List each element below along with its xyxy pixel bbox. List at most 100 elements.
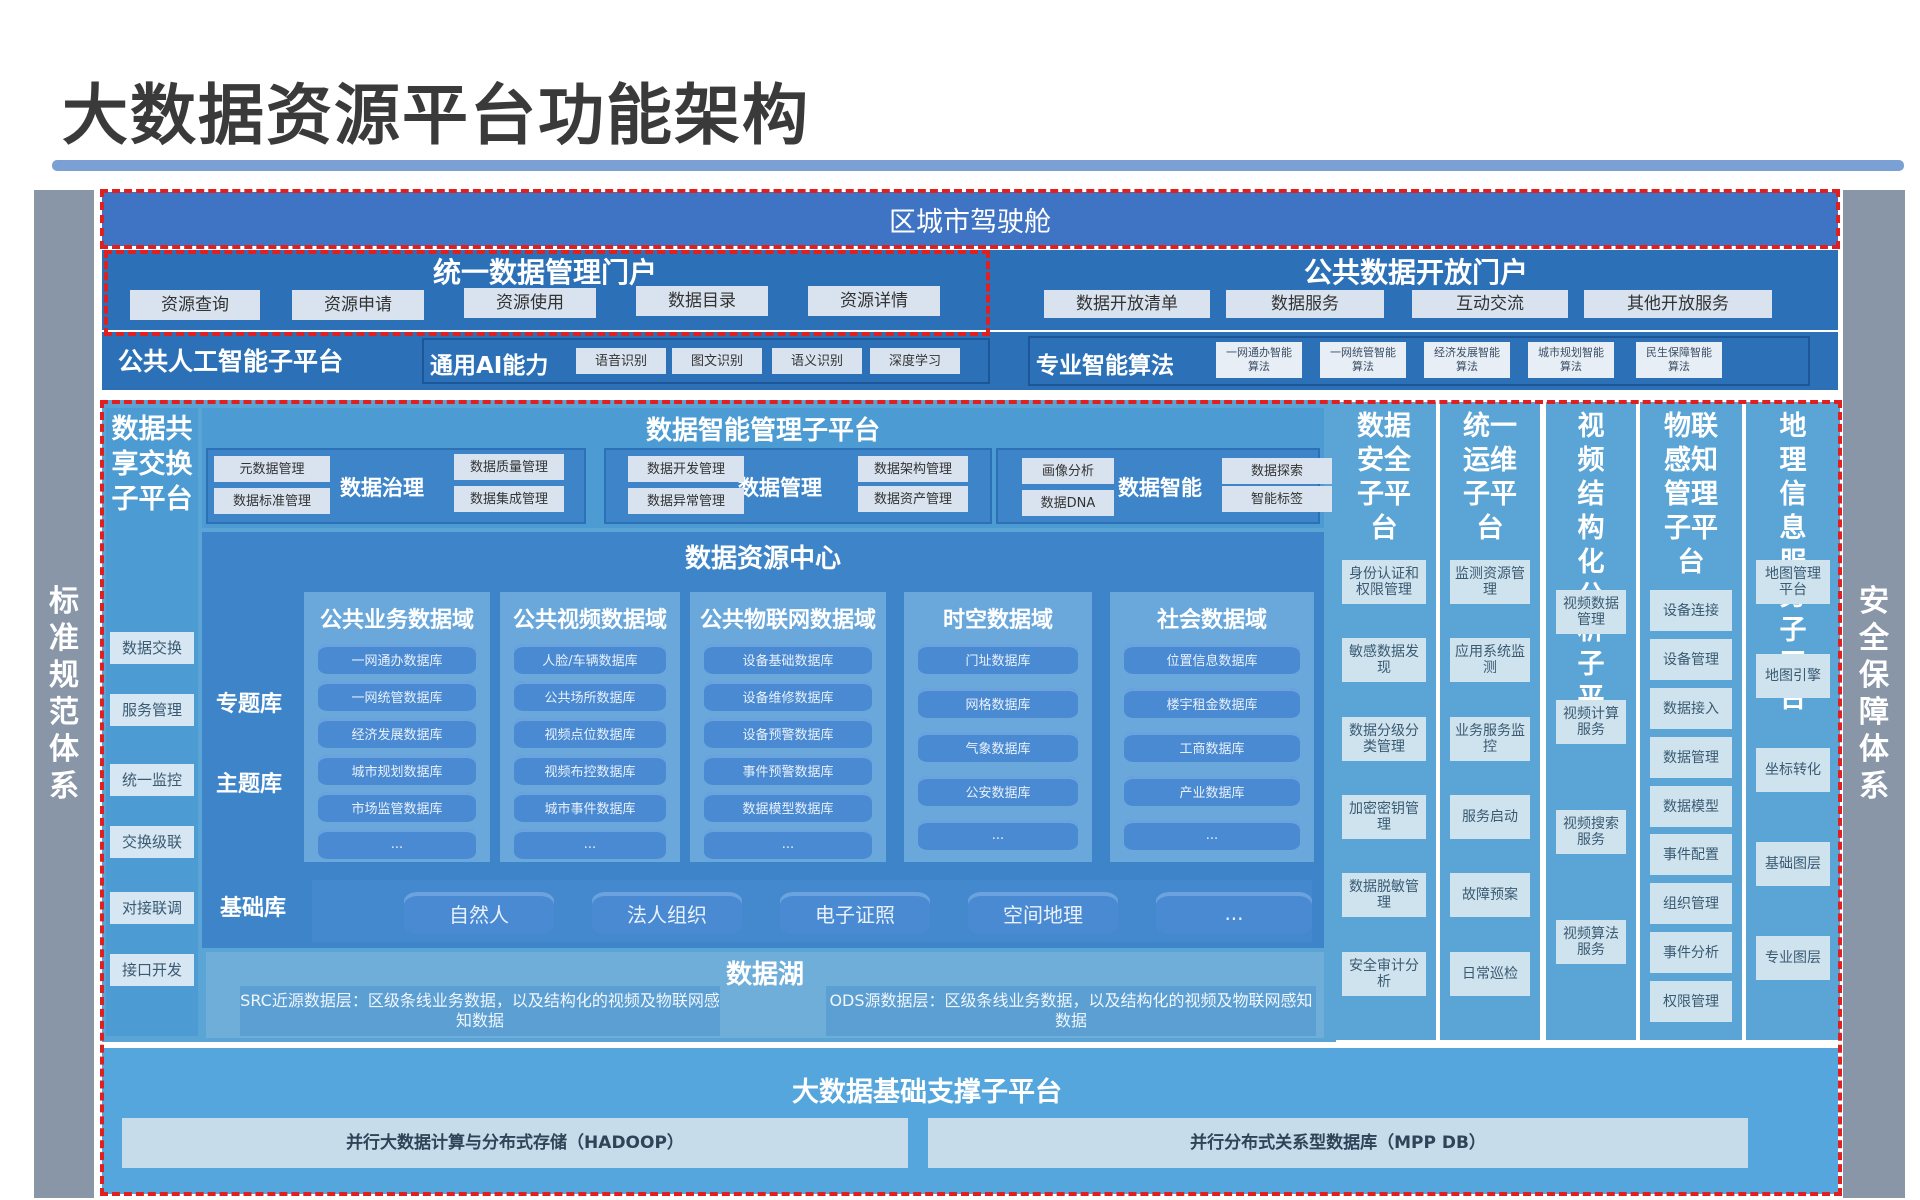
database-cylinder: 设备维修数据库: [704, 681, 872, 711]
database-cylinder: ...: [704, 829, 872, 859]
database-cylinder: ...: [514, 829, 666, 859]
database-cylinder: 产业数据库: [1124, 776, 1300, 806]
security-label: 安全保障体系: [1859, 584, 1889, 804]
security-sidebar: 安全保障体系: [1843, 190, 1905, 1198]
portal-right-title: 公共数据开放门户: [1303, 256, 1528, 289]
subplatform-item: 基础图层: [1756, 842, 1830, 886]
subplatform-item: 设备管理: [1650, 639, 1732, 680]
subplatform-item: 坐标转化: [1756, 748, 1830, 792]
subplatform-item: 视频算法服务: [1556, 920, 1626, 964]
database-cylinder: 事件预警数据库: [704, 755, 872, 785]
ai-general-item: 语义识别: [772, 348, 862, 374]
ai-pro-frame: [1028, 336, 1810, 386]
subplatform-item: 事件分析: [1650, 932, 1732, 973]
subplatform-item: 数据分级分类管理: [1342, 717, 1426, 761]
database-cylinder: 城市事件数据库: [514, 792, 666, 822]
resource-center-title: 数据资源中心: [684, 543, 841, 574]
platform-outline: [100, 400, 1842, 1196]
ai-title: 公共人工智能子平台: [118, 347, 344, 376]
subplatform-item: 敏感数据发现: [1342, 638, 1426, 682]
base-library-cylinder: 自然人: [404, 892, 554, 934]
subplatform-item: 地图引擎: [1756, 654, 1830, 698]
subplatform-item: 故障预案: [1450, 873, 1530, 917]
intel-item: 智能标签: [1222, 486, 1332, 512]
portal-left-item: 资源申请: [292, 290, 424, 320]
standards-sidebar: 标准规范体系: [34, 190, 94, 1198]
base-library-cylinder: 法人组织: [592, 892, 742, 934]
ai-pro-item: 经济发展智能算法: [1424, 342, 1510, 378]
cockpit-outline: [100, 189, 1840, 249]
exchange-item: 服务管理: [110, 694, 194, 726]
subplatform-item: 业务服务监控: [1450, 717, 1530, 761]
intel-item: 元数据管理: [214, 456, 330, 482]
ai-pro-title: 专业智能算法: [1036, 353, 1174, 379]
intel-item: 数据质量管理: [454, 454, 564, 480]
data-domain-title: 公共视频数据域: [512, 608, 667, 633]
database-cylinder: 网格数据库: [918, 688, 1078, 718]
portal-left-item: 资源详情: [808, 286, 940, 316]
ai-pro-item: 民生保障智能算法: [1636, 342, 1722, 378]
standards-label: 标准规范体系: [49, 584, 79, 804]
subplatform-item: 加密密钥管理: [1342, 795, 1426, 839]
subplatform-item: 日常巡检: [1450, 952, 1530, 996]
subplatform-item: 权限管理: [1650, 981, 1732, 1022]
intel-item: 数据标准管理: [214, 488, 330, 514]
subplatform-item: 数据管理: [1650, 737, 1732, 778]
ai-general-title: 通用AI能力: [430, 353, 549, 379]
subplatform-item: 监测资源管理: [1450, 560, 1530, 604]
database-cylinder: 气象数据库: [918, 732, 1078, 762]
database-cylinder: 位置信息数据库: [1124, 644, 1300, 674]
database-cylinder: 市场监管数据库: [318, 792, 476, 822]
intel-item: 数据异常管理: [628, 488, 744, 514]
exchange-item: 接口开发: [110, 954, 194, 986]
subplatform-item: 安全审计分析: [1342, 952, 1426, 996]
intel-group-label: 数据管理: [738, 476, 822, 500]
subplatform-item: 视频计算服务: [1556, 700, 1626, 744]
exchange-title: 数据共享交换子平台: [111, 414, 193, 515]
subplatform-item: 服务启动: [1450, 795, 1530, 839]
subplatform-title: 统一运维子平台: [1463, 411, 1517, 544]
subplatform-title: 数据安全子平台: [1357, 411, 1411, 544]
database-cylinder: 公共场所数据库: [514, 681, 666, 711]
portal-right-item: 数据开放清单: [1044, 290, 1210, 318]
database-cylinder: 楼宇租金数据库: [1124, 688, 1300, 718]
intel-title: 数据智能管理子平台: [645, 415, 880, 446]
database-cylinder: 经济发展数据库: [318, 718, 476, 748]
base-library-label: 基础库: [220, 896, 287, 921]
cockpit-band: 区城市驾驶舱: [102, 192, 1838, 246]
database-cylinder: ...: [318, 829, 476, 859]
src-layer-text: SRC近源数据层：区级条线业务数据，以及结构化的视频及物联网感知数据: [240, 991, 720, 1030]
data-domain-title: 公共业务数据域: [319, 608, 474, 633]
subplatform-item: 数据模型: [1650, 786, 1732, 827]
intel-item: 数据架构管理: [858, 456, 968, 482]
database-cylinder: 一网统管数据库: [318, 681, 476, 711]
ai-general-item: 语音识别: [576, 348, 666, 374]
data-domain-title: 时空数据域: [942, 608, 1053, 633]
ai-general-item: 图文识别: [672, 348, 762, 374]
data-lake-title: 数据湖: [725, 959, 804, 990]
title-underline: [52, 160, 1904, 171]
subplatform-item: 组织管理: [1650, 883, 1732, 924]
portal-outline: [104, 250, 990, 336]
theme-library-label: 主题库: [216, 772, 283, 797]
database-cylinder: 门址数据库: [918, 644, 1078, 674]
ods-layer-text: ODS源数据层：区级条线业务数据，以及结构化的视频及物联网感知数据: [829, 991, 1313, 1030]
ai-general-item: 深度学习: [870, 348, 960, 374]
src-layer: SRC近源数据层：区级条线业务数据，以及结构化的视频及物联网感知数据: [240, 986, 720, 1036]
portal-left-item: 资源查询: [130, 290, 260, 320]
portal-left-item: 资源使用: [464, 288, 596, 318]
subplatform-item: 视频数据管理: [1556, 590, 1626, 634]
database-cylinder: 一网通办数据库: [318, 644, 476, 674]
intel-item: 数据资产管理: [858, 486, 968, 512]
subplatform-title: 物联感知管理子平台: [1664, 411, 1718, 578]
intel-item: 数据DNA: [1022, 490, 1114, 516]
exchange-item: 数据交换: [110, 632, 194, 664]
subplatform-item: 数据脱敏管理: [1342, 873, 1426, 917]
subplatform-item: 设备连接: [1650, 590, 1732, 631]
database-cylinder: 人脸/车辆数据库: [514, 644, 666, 674]
portal-right-item: 数据服务: [1226, 290, 1384, 318]
portal-right-item: 其他开放服务: [1584, 290, 1772, 318]
page-title: 大数据资源平台功能架构: [62, 77, 810, 154]
intel-group-label: 数据智能: [1118, 476, 1202, 500]
subplatform-item: 事件配置: [1650, 834, 1732, 875]
